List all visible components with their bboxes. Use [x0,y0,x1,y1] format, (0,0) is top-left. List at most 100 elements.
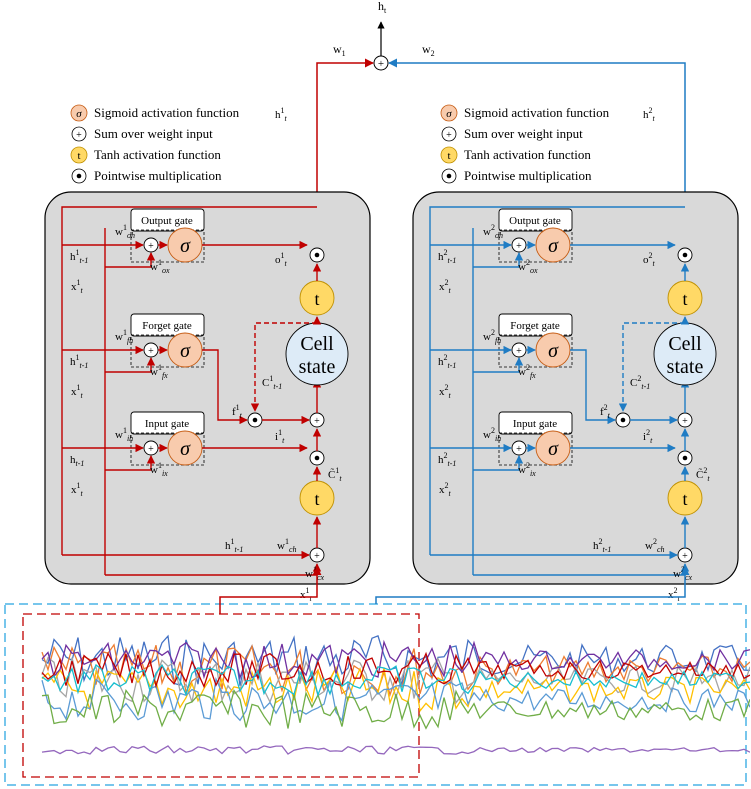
x-input-label: x2t [668,586,681,603]
output-gate-wh-label: w1oh [115,223,135,240]
sigmoid-glyph: σ [446,108,452,120]
forget-gate-wx-label: w1fx [150,363,168,380]
x-input-label: x1t [300,586,313,603]
lstm2-to-output-line [388,58,686,245]
legend-tanh-text: Tanh activation function [464,147,591,162]
output-gate-wx-label: w2ox [518,258,538,275]
input-gate-box [130,432,205,466]
input-gate-x-label: x1t [71,481,84,498]
input-gate-x-input [473,455,524,471]
c-prev-label: C2t-1 [630,374,650,391]
output-gate-wh-label: w2oh [483,223,503,240]
signal-line [41,651,750,689]
cell-sum-glyph: + [314,416,320,427]
sum-glyph: + [76,130,82,141]
sum-icon [441,126,457,142]
lstm1-input-line [219,566,322,614]
h-prev-candidate-label: h2t-1 [593,537,611,554]
o-label: o2t [643,251,656,268]
legend-sigmoid-text: Sigmoid activation function [464,105,610,120]
input-gate-h-prev-label: h2t-1 [438,451,456,468]
input-gate-title: Input gate [145,418,189,430]
input-signal-panel [4,603,750,786]
legend-sigmoid-text: Sigmoid activation function [94,105,240,120]
forget-gate-x-input [473,357,524,373]
legend-pointwise-text: Pointwise multiplication [94,168,222,183]
input-gate-wx-label: w1ix [150,461,168,478]
signal-line [41,676,750,723]
o-label: o1t [275,251,288,268]
input-gate-wx-label: w2ix [518,461,536,478]
c-prev-dashed-line [618,322,685,412]
c-prev-dashed-line [250,322,317,412]
h-output-label: h1t [275,106,288,123]
output-gate-h-prev-label: h2t-1 [438,248,456,265]
ht-label: ht [378,0,387,15]
signal-line [41,639,750,681]
cell-state-line2: state [667,356,704,378]
input-gate-wh-label: w1ih [115,426,133,443]
input-gate-sum-glyph: + [516,444,522,455]
output-gate-sigma-glyph: σ [548,235,559,257]
pointwise-dot-icon [76,173,82,179]
forget-gate-sigma-glyph: σ [180,340,191,362]
input-gate-x-input [105,455,156,471]
forget-gate-x-input [105,357,156,373]
signal-line [41,665,750,713]
output-gate-sigma-glyph: σ [180,235,191,257]
forget-gate-box [498,334,573,368]
h-bus-line [429,206,685,555]
cell-panel [412,191,739,585]
h-bus-line [61,206,317,555]
w-ch-label: w2ch [645,537,665,554]
signal-line [42,766,750,774]
tanh-upper-glyph: t [682,289,687,309]
input-gate-box [498,432,573,466]
output-gate-title: Output gate [509,215,561,227]
forget-gate-h-prev-label: h1t-1 [70,353,88,370]
forget-gate-wh-label: w2fh [483,328,501,345]
forget-gate-title-box [498,313,573,337]
tanh-glyph: t [447,150,450,162]
f-label: f1t [232,403,243,420]
legend-sum-text: Sum over weight input [464,126,583,141]
f-pointwise-dot-icon [252,417,258,423]
sum-icon [71,126,87,142]
tanh-upper-glyph: t [314,289,319,309]
h-output-label: h2t [643,106,656,123]
output-gate-x-label: x1t [71,278,84,295]
sigmoid-glyph: σ [76,108,82,120]
legend-sum-text: Sum over weight input [94,126,213,141]
output-gate-x-input [473,252,524,268]
input-gate-wh-label: w2ih [483,426,501,443]
forget-gate-box [130,334,205,368]
i-pointwise-dot-icon [314,455,320,461]
signal-line [41,688,750,730]
input-gate-sigma-glyph: σ [548,438,559,460]
w-ch-label: w1ch [277,537,297,554]
tanh-icon [70,146,88,164]
output-gate-sum-glyph: + [148,241,154,252]
signal-window-1 [22,613,420,778]
i-label: i1t [275,428,285,445]
lstm2-input-line [375,566,690,604]
input-gate-x-label: x2t [439,481,452,498]
input-gate-title-box [498,411,573,435]
i-pointwise-dot-icon [682,455,688,461]
output-gate-sum-glyph: + [516,241,522,252]
input-gate-h-prev-label: ht-1 [70,454,84,468]
cell-panel [44,191,371,585]
signal-line [41,663,750,698]
tanh-glyph: t [77,150,80,162]
signal-line [41,745,750,755]
output-gate-box [130,229,205,263]
output-gate-title-box [498,208,573,232]
input-gate-sum-glyph: + [148,444,154,455]
forget-gate-title: Forget gate [142,320,192,332]
tanh-lower-glyph: t [682,489,687,509]
input-gate-title: Input gate [513,418,557,430]
f-line [570,349,616,425]
output-gate-title-box [130,208,205,232]
